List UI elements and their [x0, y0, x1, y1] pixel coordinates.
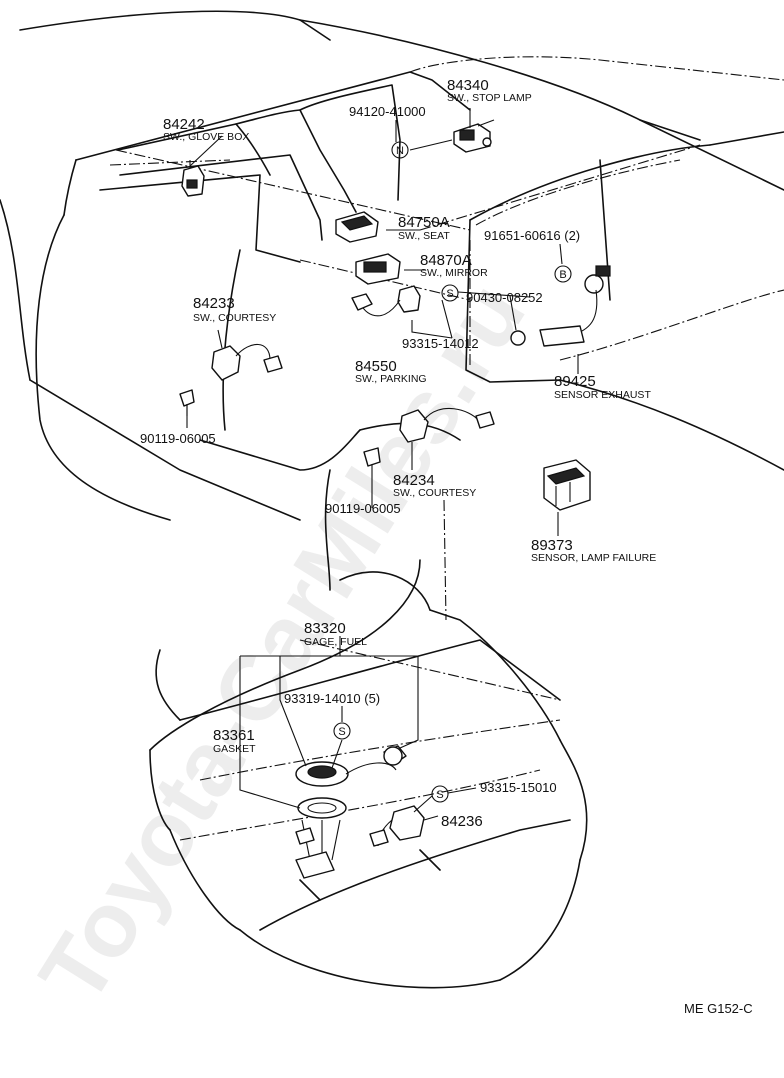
part-number-84340: 84340 [447, 77, 489, 94]
callout-83320: 83320 GAGE, FUEL [304, 620, 367, 648]
part-number-90119-right: 90119-06005 [325, 501, 401, 516]
part-number-84550: 84550 [355, 358, 397, 375]
callout-90119-right: 90119-06005 [325, 501, 401, 516]
part-number-93315-14012: 93315-14012 [402, 336, 479, 351]
part-desc-84870a: SW., MIRROR [420, 267, 488, 279]
lamp-failure-sensor-part [543, 459, 591, 511]
part-number-89425: 89425 [554, 373, 596, 390]
symbol-n-icon: N [391, 141, 409, 159]
symbol-s-lower-1-label: S [338, 726, 345, 738]
part-desc-83320: GAGE, FUEL [304, 636, 367, 648]
callout-94120: 94120-41000 [349, 104, 426, 119]
symbol-s-lower-2-label: S [436, 789, 443, 801]
leader-lines-lower [239, 636, 477, 821]
part-number-83361: 83361 [213, 727, 255, 744]
callout-89373: 89373 SENSOR, LAMP FAILURE [531, 537, 656, 564]
courtesy-switch-left-part [211, 343, 283, 381]
car-body-upper [0, 10, 784, 591]
symbol-s-lower-1-icon: S [333, 722, 351, 740]
symbol-b-icon: B [554, 265, 572, 283]
symbol-s-lower-2-icon: S [431, 785, 449, 803]
callout-91651: 91651-60616 (2) [484, 228, 580, 243]
part-number-84234: 84234 [393, 472, 435, 489]
car-body-lower [149, 499, 588, 989]
screw-right-part [363, 447, 381, 500]
callout-84550: 84550 SW., PARKING [355, 358, 427, 385]
callout-84750a: 84750A SW., SEAT [398, 214, 450, 242]
stop-lamp-switch-part [453, 119, 495, 153]
part-desc-83361: GASKET [213, 743, 256, 755]
callout-90430: 90430-08252 [466, 290, 543, 305]
part-number-84870a: 84870A [420, 252, 472, 269]
part-desc-84234: SW., COURTESY [393, 487, 476, 499]
part-number-89373: 89373 [531, 537, 573, 554]
callout-93319: 93319-14010 (5) [284, 691, 380, 706]
part-number-84242: 84242 [163, 116, 205, 133]
part-number-94120: 94120-41000 [349, 104, 426, 119]
part-number-84233: 84233 [193, 295, 235, 312]
diagram-reference-code: ME G152-C [684, 1001, 753, 1016]
parking-switch-part [351, 285, 421, 317]
part-desc-89425: SENSOR EXHAUST [554, 389, 651, 401]
callout-89425: 89425 SENSOR EXHAUST [554, 373, 651, 401]
part-number-84236: 84236 [441, 813, 483, 830]
trunk-switch-part [369, 805, 425, 847]
symbol-n-label: N [396, 145, 404, 157]
part-number-91651: 91651-60616 (2) [484, 228, 580, 243]
callout-93315-15010: 93315-15010 [480, 780, 557, 795]
callout-84242: 84242 SW., GLOVE BOX [163, 116, 249, 143]
mirror-switch-part [355, 253, 401, 285]
glove-box-switch-part [181, 160, 205, 197]
part-desc-84550: SW., PARKING [355, 373, 427, 385]
callout-93315-14012: 93315-14012 [402, 336, 479, 351]
part-desc-89373: SENSOR, LAMP FAILURE [531, 552, 656, 564]
part-number-93315-15010: 93315-15010 [480, 780, 557, 795]
callout-84234: 84234 SW., COURTESY [393, 472, 476, 499]
courtesy-switch-right-part [399, 407, 495, 443]
exhaust-sensor-part [510, 265, 611, 347]
seat-switch-part [335, 211, 379, 243]
callout-84340: 84340 SW., STOP LAMP [447, 77, 532, 104]
callout-84236: 84236 [441, 813, 483, 830]
symbol-s-label: S [446, 288, 453, 300]
fuel-gage-part [295, 745, 407, 787]
callout-90119-left: 90119-06005 [140, 431, 216, 446]
callout-84233: 84233 SW., COURTESY [193, 295, 276, 324]
callout-83361: 83361 GASKET [213, 727, 256, 755]
part-desc-84750a: SW., SEAT [398, 230, 450, 242]
part-desc-84340: SW., STOP LAMP [447, 92, 532, 104]
part-number-84750a: 84750A [398, 214, 450, 231]
part-number-83320: 83320 [304, 620, 346, 637]
gasket-part [295, 797, 347, 879]
leader-lines-upper [186, 108, 579, 536]
part-desc-84242: SW., GLOVE BOX [163, 131, 249, 143]
part-number-93319: 93319-14010 (5) [284, 691, 380, 706]
symbol-b-label: B [559, 269, 566, 281]
symbol-s-icon: S [441, 284, 459, 302]
part-number-90430: 90430-08252 [466, 290, 543, 305]
part-desc-84233: SW., COURTESY [193, 312, 276, 324]
part-number-90119-left: 90119-06005 [140, 431, 216, 446]
callout-84870a: 84870A SW., MIRROR [420, 252, 488, 279]
